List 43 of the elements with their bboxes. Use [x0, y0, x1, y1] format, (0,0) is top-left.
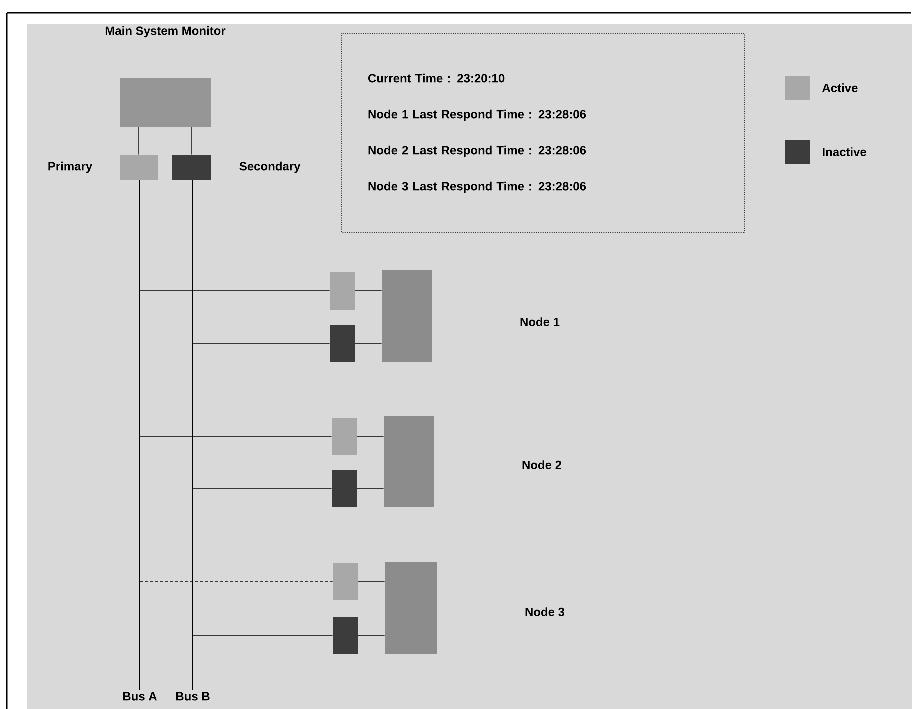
status-box [333, 617, 358, 654]
monitor-box [106, 26, 226, 127]
bus-label: Bus A [123, 692, 157, 701]
bus-line [123, 180, 157, 701]
connector-line [192, 635, 334, 636]
connector-line [356, 436, 384, 437]
node-box [384, 416, 434, 507]
connector-line [140, 581, 334, 582]
connector-line [138, 126, 140, 156]
connector-line [192, 343, 330, 344]
status-box [333, 563, 358, 600]
node-label: Primary [48, 162, 93, 174]
status-box [332, 470, 357, 507]
connector-line [358, 581, 386, 582]
status-box [48, 155, 158, 180]
status-box [172, 155, 301, 180]
connector-line [358, 635, 386, 636]
bus-line [176, 180, 210, 701]
connector-line [191, 126, 192, 156]
node-box [382, 270, 432, 362]
time-panel [342, 34, 746, 234]
legend-label: Active [822, 84, 858, 92]
status-box [330, 272, 355, 310]
status-text: Node 2 Last Respond Time : 23:28:06 [368, 146, 586, 158]
bus-label: Bus B [176, 692, 210, 701]
status-box [332, 418, 357, 455]
node-label: Secondary [240, 162, 301, 174]
connector-line [354, 343, 382, 344]
connector-line [356, 488, 384, 489]
connector-line [140, 290, 330, 292]
status-text: Node 1 Last Respond Time : 23:28:06 [368, 110, 586, 122]
status-text: Current Time : 23:20:10 [368, 74, 505, 83]
legend-label: Inactive [823, 148, 866, 156]
node-label: Node 2 [522, 460, 562, 470]
connector-line [192, 488, 332, 489]
monitor-title: Main System Monitor [106, 26, 226, 38]
status-box [330, 325, 355, 362]
node-label: Node 1 [520, 318, 560, 326]
node-label: Node 3 [526, 608, 565, 616]
node-box [385, 562, 437, 654]
connector-line [354, 290, 382, 292]
connector-line [140, 436, 332, 437]
status-text: Node 3 Last Respond Time : 23:28:06 [368, 182, 586, 194]
